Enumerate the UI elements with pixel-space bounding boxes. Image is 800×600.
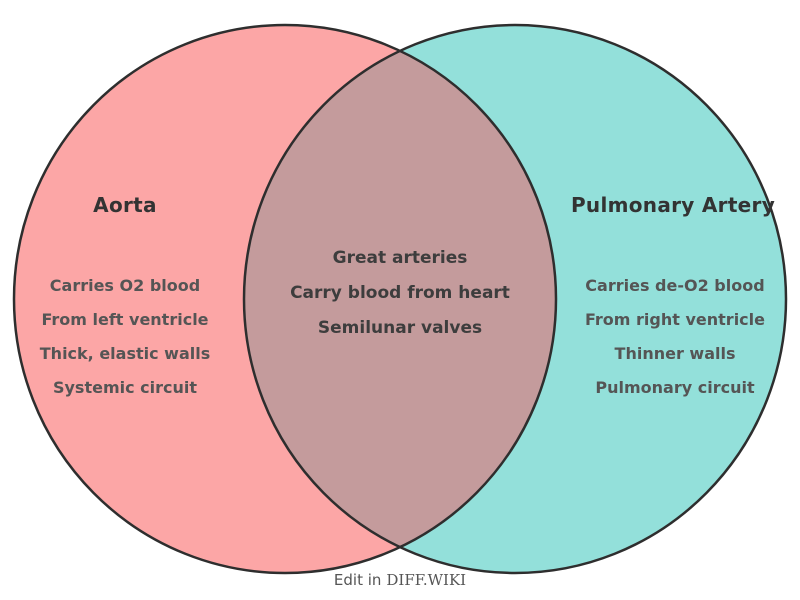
right-list-item: Carries de-O2 blood <box>585 276 765 295</box>
left-set-title: Aorta <box>93 193 157 217</box>
right-list-item: Thinner walls <box>614 344 736 363</box>
overlap-list-item: Semilunar valves <box>317 318 483 338</box>
left-list-item: From left ventricle <box>41 310 209 329</box>
right-circle-outline <box>242 23 788 575</box>
edit-watermark-brand: DIFF.WIKI <box>386 571 467 589</box>
edit-watermark-prefix: Edit in <box>333 571 382 589</box>
left-list-item: Systemic circuit <box>52 378 198 397</box>
overlap-region-fill <box>244 25 556 573</box>
right-list-item: Pulmonary circuit <box>595 378 755 397</box>
right-list-item: From right ventricle <box>585 310 765 329</box>
right-set-title: Pulmonary Artery <box>570 193 776 217</box>
left-circle-outline <box>12 23 558 575</box>
left-list-item: Thick, elastic walls <box>39 344 211 363</box>
left-list-item: Carries O2 blood <box>49 276 201 295</box>
left-set-list: Carries O2 blood From left ventricle Thi… <box>40 269 210 405</box>
overlap-list: Great arteries Carry blood from heart Se… <box>290 241 510 346</box>
overlap-list-item: Great arteries <box>332 248 468 268</box>
overlap-list-item: Carry blood from heart <box>290 283 510 303</box>
right-set-list: Carries de-O2 blood From right ventricle… <box>585 269 765 405</box>
